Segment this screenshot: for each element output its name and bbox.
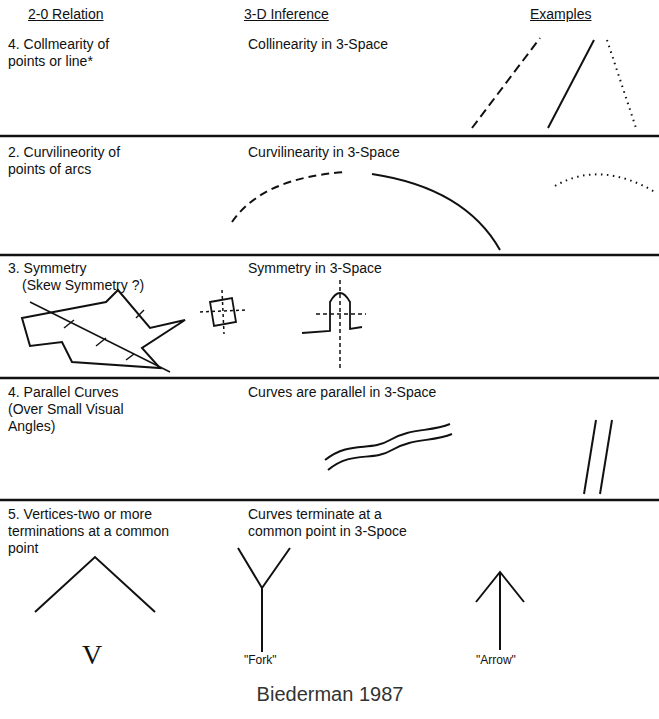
example-label: V <box>82 640 122 670</box>
column-header: Examples <box>530 6 630 23</box>
inference-text: Collinearity in 3-Space <box>248 36 448 53</box>
relation-text: 3. Symmetry <box>8 260 168 277</box>
inference-text: Symmetry in 3-Space <box>248 260 448 277</box>
relation-note: (Skew Symmetry ?) <box>22 277 182 294</box>
caption: Biederman 1987 <box>180 682 480 706</box>
relation-text: 4. Parallel Curves (Over Small Visual An… <box>8 384 134 435</box>
column-header: 2-0 Relation <box>28 6 148 23</box>
column-header: 3-D Inference <box>244 6 374 23</box>
inference-text: Curvilinearity in 3-Space <box>248 144 448 161</box>
relation-text: 2. Curvilineority of points of arcs <box>8 144 148 178</box>
inference-text: Curves are parallel in 3-Space <box>248 384 478 401</box>
example-label: "Arrow" <box>476 652 556 669</box>
relation-text: 5. Vertices-two or more terminations at … <box>8 506 178 557</box>
example-label: "Fork" <box>244 652 314 669</box>
inference-text: Curves terminate at a common point in 3-… <box>248 506 433 540</box>
relation-text: 4. Collmearity of points or line* <box>8 36 136 70</box>
